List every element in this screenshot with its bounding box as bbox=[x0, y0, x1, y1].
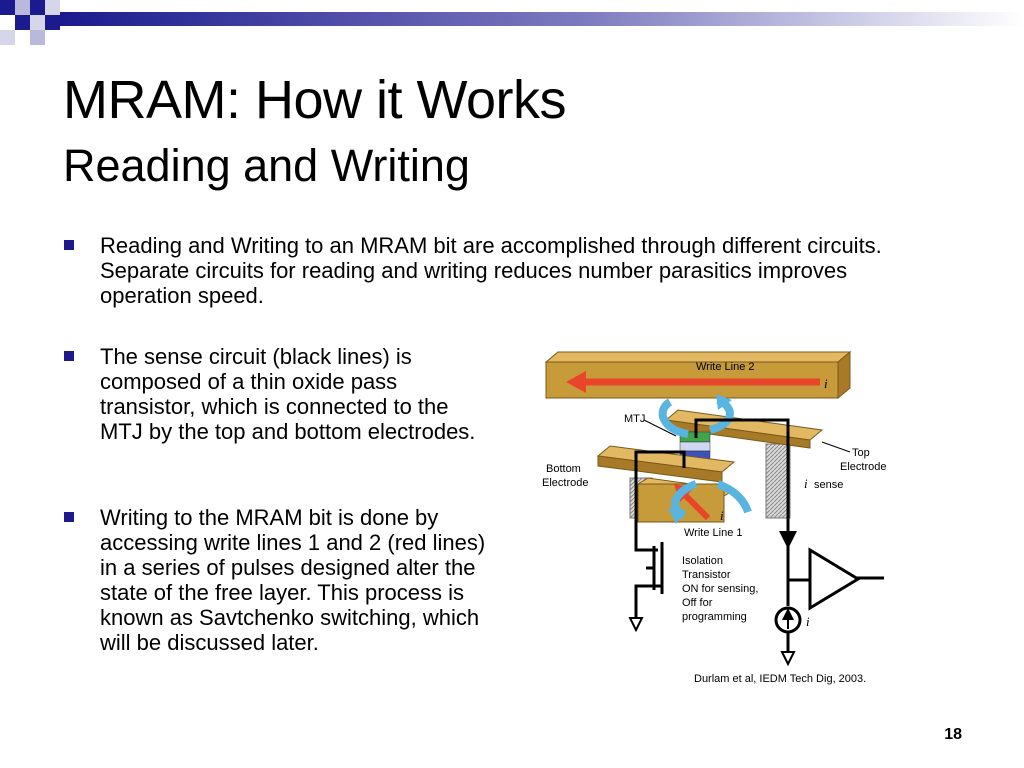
mtj-pointer bbox=[643, 419, 677, 437]
bullet-item: Reading and Writing to an MRAM bit are a… bbox=[64, 233, 944, 308]
top-electrode-label-line2: Electrode bbox=[840, 461, 886, 473]
sense-circuit bbox=[634, 418, 884, 652]
top-electrode-label-line1: Top bbox=[852, 447, 870, 459]
ground-icon bbox=[628, 617, 644, 633]
header-decoration bbox=[0, 0, 1024, 45]
transistor-label-line: ON for sensing, bbox=[682, 583, 758, 595]
field-arrowhead-top bbox=[716, 394, 732, 410]
citation: Durlam et al, IEDM Tech Dig, 2003. bbox=[694, 673, 867, 685]
bullet-item: Writing to the MRAM bit is done by acces… bbox=[64, 505, 504, 655]
current-i-label-top: i bbox=[824, 376, 828, 391]
via-right bbox=[765, 443, 791, 519]
transistor-label-line: programming bbox=[682, 611, 747, 623]
slide-subtitle: Reading and Writing bbox=[63, 140, 470, 191]
top-electrode-pointer bbox=[821, 441, 851, 453]
bullet-text: The sense circuit (black lines) is compo… bbox=[100, 344, 476, 444]
square-bullet-icon bbox=[64, 351, 74, 361]
bullet-item: The sense circuit (black lines) is compo… bbox=[64, 344, 494, 444]
field-arrow-left-top bbox=[658, 398, 689, 438]
transistor-label-line: Off for bbox=[682, 597, 713, 609]
field-arrow-right-bottom bbox=[716, 480, 752, 514]
mram-cell-diagram: Write Line 2 i MTJ Top Electrode Bottom … bbox=[542, 350, 886, 667]
i-sense-label: sense bbox=[814, 479, 843, 491]
bottom-electrode-label-line1: Bottom bbox=[546, 463, 581, 475]
top-electrode bbox=[664, 409, 824, 449]
bottom-electrode-label-line2: Electrode bbox=[542, 477, 588, 489]
write-current-arrow-2 bbox=[566, 371, 820, 393]
bullet-text: Reading and Writing to an MRAM bit are a… bbox=[100, 233, 882, 308]
page-number: 18 bbox=[944, 726, 962, 743]
write-line-2 bbox=[544, 350, 852, 400]
slide-title: MRAM: How it Works bbox=[63, 70, 567, 130]
bullet-text: Writing to the MRAM bit is done by acces… bbox=[100, 505, 486, 655]
sense-amplifier-icon bbox=[808, 547, 861, 611]
current-i-label-bottom: i bbox=[720, 508, 724, 523]
square-bullet-icon bbox=[64, 240, 74, 250]
transistor-label-line: Transistor bbox=[682, 569, 731, 581]
write-line-2-label: Write Line 2 bbox=[696, 361, 755, 373]
i-sense-i: i bbox=[804, 476, 808, 491]
ground-icon bbox=[780, 651, 796, 667]
transistor-label-line: Isolation bbox=[682, 555, 723, 567]
source-i-label: i bbox=[806, 614, 810, 629]
field-arrowhead-bottom bbox=[668, 508, 686, 524]
mtj-label: MTJ bbox=[624, 413, 645, 425]
square-bullet-icon bbox=[64, 512, 74, 522]
bottom-electrode bbox=[596, 445, 736, 483]
write-line-1-label: Write Line 1 bbox=[684, 527, 743, 539]
